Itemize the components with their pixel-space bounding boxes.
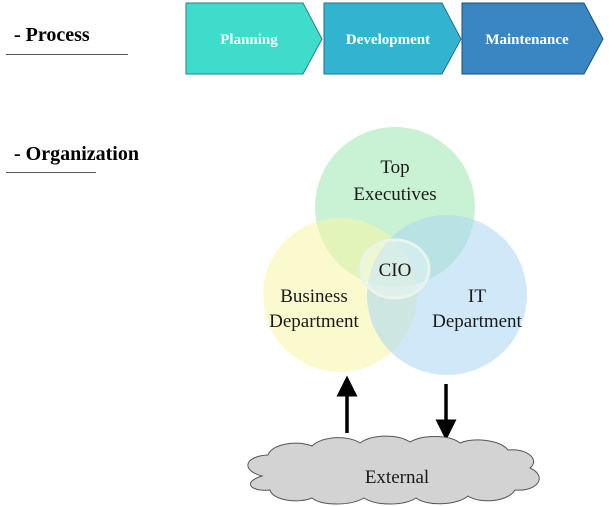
venn-top-line2: Executives xyxy=(353,184,436,205)
venn-cio-label: CIO xyxy=(379,260,412,281)
chevron-development xyxy=(323,2,462,75)
process-section-label: - Process xyxy=(14,24,90,46)
process-chevrons: Planning Development Maintenance xyxy=(185,2,604,75)
organization-venn: Top Executives CIO Business Department I… xyxy=(263,127,527,375)
venn-top-line1: Top xyxy=(380,157,409,178)
chevron-maintenance-label: Maintenance xyxy=(485,32,569,48)
venn-it-line1: IT xyxy=(468,286,486,307)
venn-it-line2: Department xyxy=(432,311,522,332)
venn-business-line1: Business xyxy=(280,286,348,307)
venn-cio-core xyxy=(359,238,431,300)
external-label: External xyxy=(365,467,429,488)
chevron-planning-label: Planning xyxy=(220,32,278,48)
organization-underline xyxy=(6,172,96,173)
organization-section-label: - Organization xyxy=(14,143,139,165)
process-underline xyxy=(6,54,128,55)
chevron-maintenance xyxy=(461,2,604,75)
venn-circle-it-department xyxy=(367,215,527,375)
venn-business-line2: Department xyxy=(269,311,359,332)
chevron-planning xyxy=(185,2,323,75)
chevron-development-label: Development xyxy=(346,32,430,48)
external-cloud xyxy=(247,435,540,505)
